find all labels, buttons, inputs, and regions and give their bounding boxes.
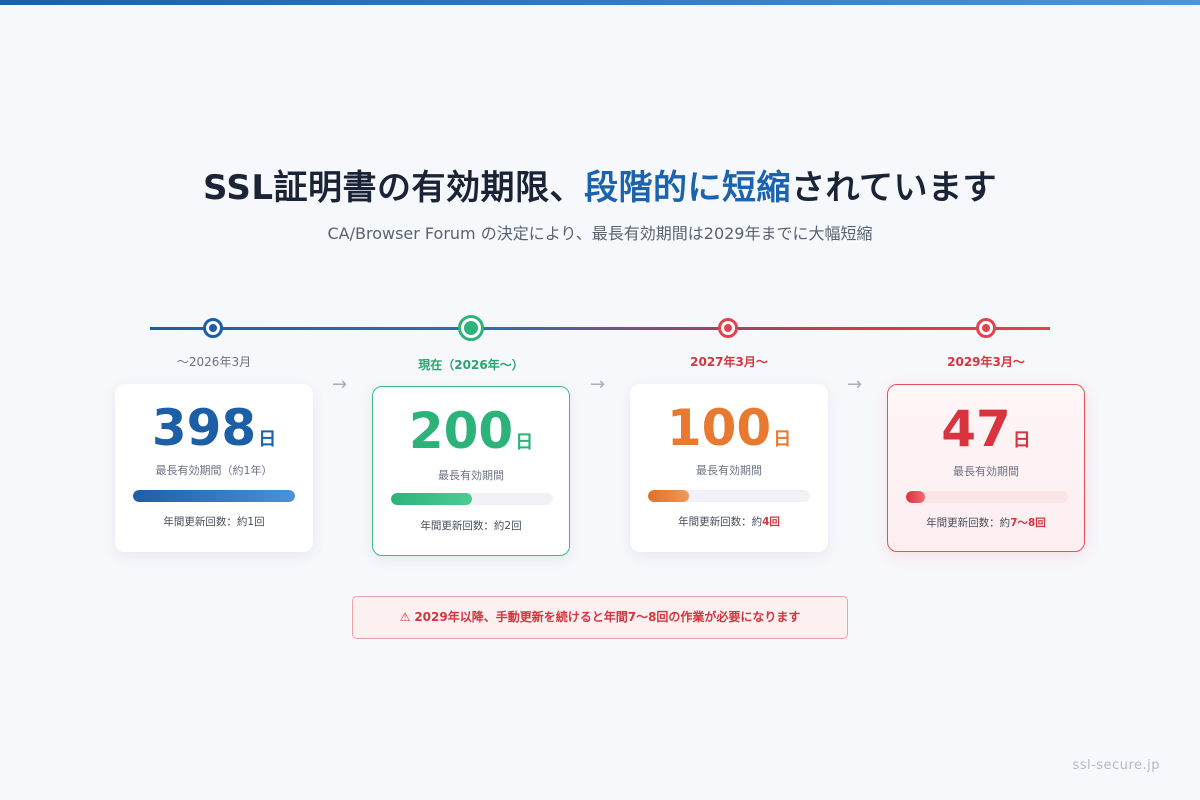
title-highlight: 段階的に短縮 xyxy=(584,168,792,208)
timeline-dot-3 xyxy=(718,318,738,338)
title-prefix: SSL証明書の有効期限、 xyxy=(202,168,585,208)
validity-bar-fill xyxy=(906,491,926,503)
renewal-prefix: 年間更新回数： xyxy=(163,516,237,528)
timeline-dot-1 xyxy=(203,318,223,338)
renewal-value: 約2回 xyxy=(493,520,522,532)
period-label-4: 2029年3月〜 xyxy=(947,355,1025,369)
warning-banner: ⚠2029年以降、手動更新を続けると年間7〜8回の作業が必要になります xyxy=(352,596,848,639)
validity-description: 最長有効期間 xyxy=(438,469,504,482)
page-subtitle: CA/Browser Forum の決定により、最長有効期間は2029年までに大… xyxy=(327,224,873,243)
validity-bar xyxy=(391,493,553,505)
period-label-1: 〜2026年3月 xyxy=(176,355,252,369)
days-unit: 日 xyxy=(258,429,277,450)
period-label-2: 現在（2026年〜） xyxy=(418,358,524,372)
days-number: 47 xyxy=(941,400,1011,458)
renewal-count: 年間更新回数：約4回 xyxy=(630,514,828,529)
footer-site: ssl-secure.jp xyxy=(1072,758,1160,773)
days-number: 100 xyxy=(666,399,772,457)
renewal-value: 7〜8回 xyxy=(1010,517,1046,529)
arrow-right-icon: → xyxy=(847,374,863,395)
validity-description: 最長有効期間（約1年） xyxy=(155,464,273,477)
validity-bar-fill xyxy=(133,490,295,502)
title-suffix: されています xyxy=(791,168,998,208)
warning-icon: ⚠ xyxy=(399,610,411,624)
days-number: 200 xyxy=(408,402,514,460)
validity-bar xyxy=(906,491,1068,503)
renewal-value: 約1回 xyxy=(236,516,265,528)
days-number: 398 xyxy=(151,399,257,457)
period-label-3: 2027年3月〜 xyxy=(690,355,768,369)
timeline-dot-2 xyxy=(458,315,484,341)
days-unit: 日 xyxy=(1012,430,1031,451)
renewal-prefix: 年間更新回数： xyxy=(420,520,494,532)
arrow-right-icon: → xyxy=(332,374,348,395)
validity-bar-fill xyxy=(391,493,472,505)
timeline-line xyxy=(150,327,1050,330)
validity-bar-fill xyxy=(648,490,689,502)
page-title: SSL証明書の有効期限、段階的に短縮されています xyxy=(0,160,1200,209)
renewal-value: 4回 xyxy=(762,516,780,528)
renewal-prefix: 年間更新回数：約 xyxy=(926,517,1011,529)
renewal-count: 年間更新回数：約1回 xyxy=(115,514,313,529)
warning-text: 2029年以降、手動更新を続けると年間7〜8回の作業が必要になります xyxy=(414,610,801,624)
validity-bar xyxy=(648,490,810,502)
renewal-count: 年間更新回数：約2回 xyxy=(373,518,569,533)
days-unit: 日 xyxy=(515,432,534,453)
renewal-count: 年間更新回数：約7〜8回 xyxy=(888,515,1084,530)
arrow-right-icon: → xyxy=(590,374,606,395)
renewal-prefix: 年間更新回数：約 xyxy=(678,516,763,528)
validity-description: 最長有効期間 xyxy=(696,464,762,477)
validity-description: 最長有効期間 xyxy=(953,465,1019,478)
days-unit: 日 xyxy=(773,429,792,450)
validity-bar xyxy=(133,490,295,502)
timeline-dot-4 xyxy=(976,318,996,338)
top-accent-bar xyxy=(0,0,1200,5)
